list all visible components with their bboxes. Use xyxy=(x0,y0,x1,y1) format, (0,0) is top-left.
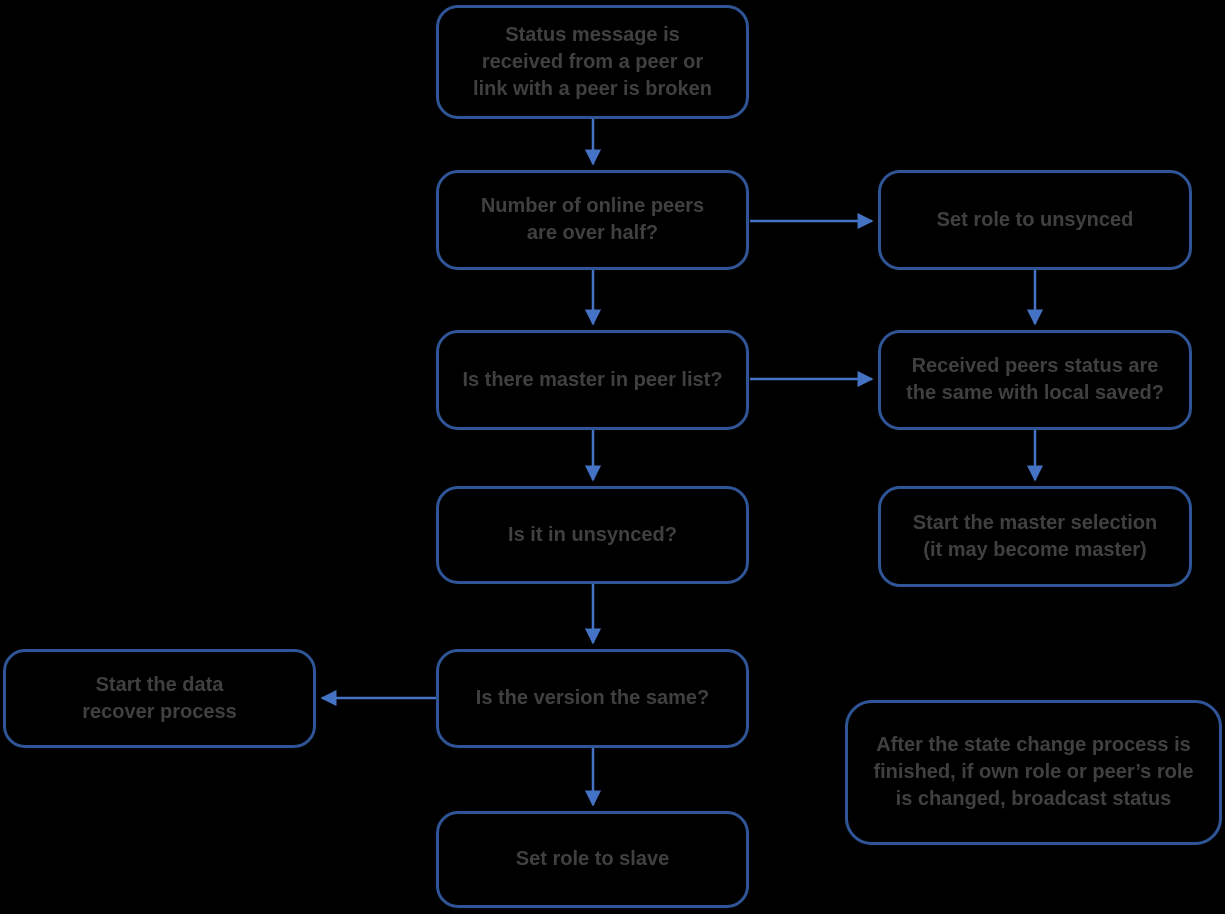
node-set-role-unsynced: Set role to unsynced xyxy=(878,170,1192,270)
node-received-status-label: Received peers status are the same with … xyxy=(906,355,1164,404)
node-master-in-peer-list-decision: Is there master in peer list? xyxy=(436,330,749,430)
node-online-peers-decision: Number of online peers are over half? xyxy=(436,170,749,270)
node-set-role-slave: Set role to slave xyxy=(436,811,749,908)
node-online-peers-label: Number of online peers are over half? xyxy=(480,195,705,244)
node-version-same-decision: Is the version the same? xyxy=(436,649,749,748)
node-start-data-recover: Start the data recover process xyxy=(3,649,316,748)
node-status-message: Status message is received from a peer o… xyxy=(436,5,749,119)
node-received-status-decision: Received peers status are the same with … xyxy=(878,330,1192,430)
node-start-master-selection-label: Start the master selection (it may becom… xyxy=(912,511,1158,561)
node-status-message-label: Status message is received from a peer o… xyxy=(473,23,712,100)
node-start-master-selection: Start the master selection (it may becom… xyxy=(878,486,1192,587)
node-in-unsynced-label: Is it in unsynced? xyxy=(508,523,677,546)
node-broadcast-status-note: After the state change process is finish… xyxy=(845,700,1222,845)
node-version-same-label: Is the version the same? xyxy=(475,687,710,709)
node-start-data-recover-label: Start the data recover process xyxy=(82,673,237,723)
node-set-role-unsynced-label: Set role to unsynced xyxy=(936,208,1134,231)
node-set-role-slave-label: Set role to slave xyxy=(515,848,670,870)
node-master-in-peer-list-label: Is there master in peer list? xyxy=(462,368,723,391)
node-in-unsynced-decision: Is it in unsynced? xyxy=(436,486,749,584)
node-broadcast-status-note-label: After the state change process is finish… xyxy=(873,734,1194,810)
